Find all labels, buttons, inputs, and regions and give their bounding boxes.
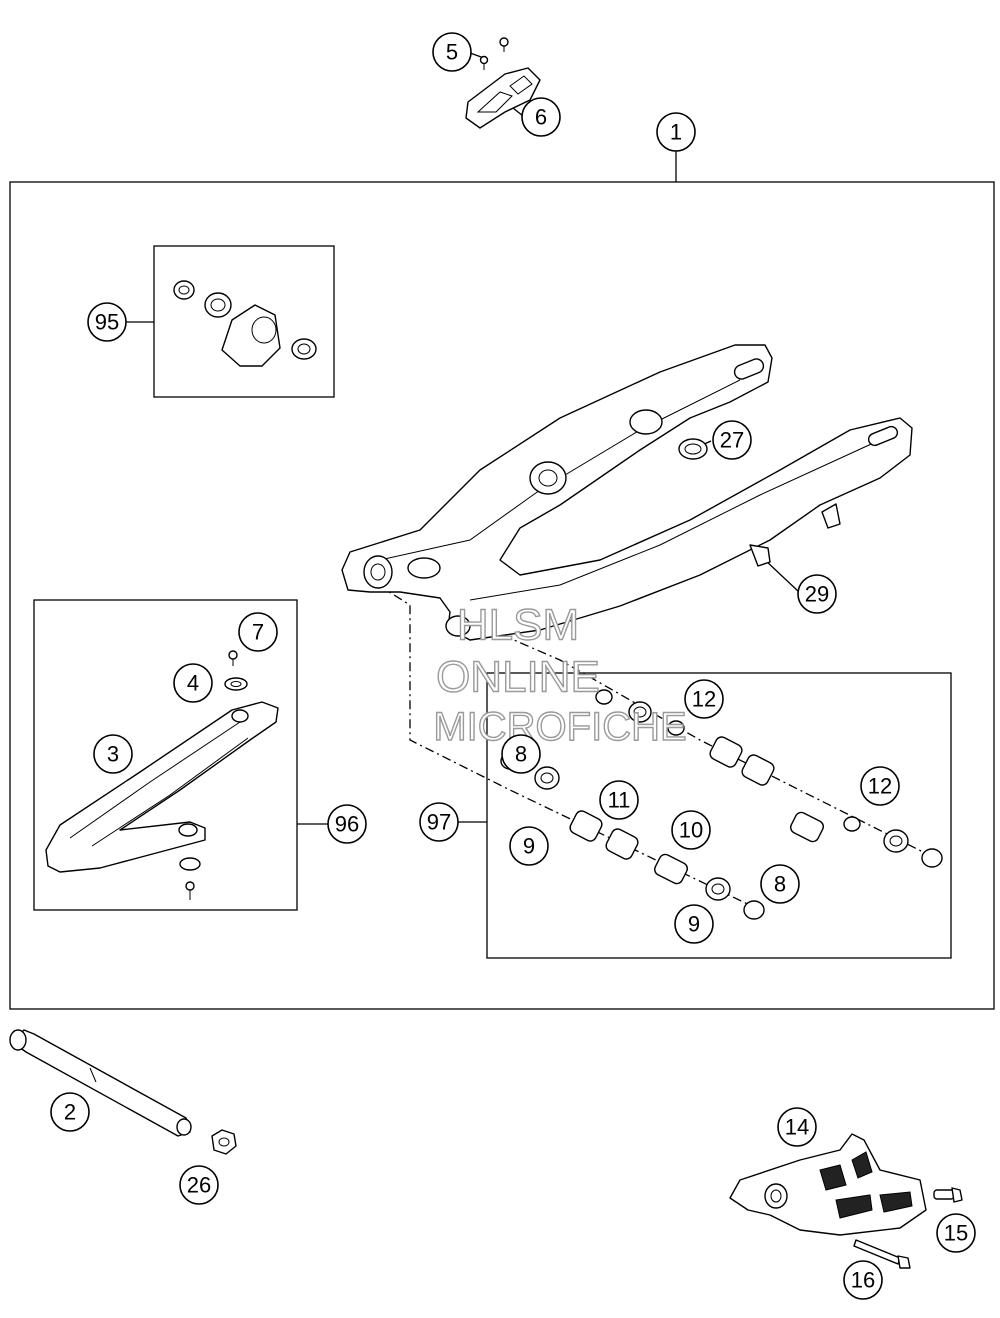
- svg-text:95: 95: [95, 310, 119, 335]
- callout-10[interactable]: 10: [671, 810, 711, 850]
- kit-96-box: [33, 599, 298, 911]
- screw-part-5: [479, 37, 509, 70]
- callout-11[interactable]: 11: [599, 780, 639, 820]
- callout-7[interactable]: 7: [238, 612, 278, 652]
- callout-9-lower[interactable]: 9: [674, 904, 714, 944]
- svg-text:4: 4: [187, 671, 199, 696]
- callout-97[interactable]: 97: [419, 802, 459, 842]
- assembly-axes: [377, 584, 936, 911]
- svg-text:16: 16: [851, 1268, 875, 1293]
- callout-1[interactable]: 1: [656, 112, 696, 152]
- callout-14[interactable]: 14: [777, 1107, 817, 1147]
- svg-text:12: 12: [868, 774, 892, 799]
- svg-text:29: 29: [805, 582, 829, 607]
- watermark-line-2: ONLINE: [436, 653, 600, 702]
- callout-12-upper[interactable]: 12: [684, 679, 724, 719]
- svg-text:9: 9: [523, 834, 535, 859]
- protector-bracket-part-6: [465, 67, 541, 129]
- watermark-line-1: HLSM: [457, 601, 579, 650]
- callout-8-lower[interactable]: 8: [760, 864, 800, 904]
- callout-6[interactable]: 6: [521, 97, 561, 137]
- svg-text:12: 12: [692, 687, 716, 712]
- svg-text:96: 96: [335, 812, 359, 837]
- bolt-part-15: [933, 1187, 963, 1203]
- svg-text:11: 11: [608, 788, 631, 813]
- slider-lower-fasteners: [179, 857, 201, 900]
- svg-text:7: 7: [252, 620, 264, 645]
- callout-95[interactable]: 95: [87, 302, 127, 342]
- callout-15[interactable]: 15: [936, 1213, 976, 1253]
- svg-text:26: 26: [187, 1173, 211, 1198]
- axle-nut-part-26: [211, 1129, 237, 1155]
- screw-part-7: [228, 650, 238, 666]
- callout-29[interactable]: 29: [797, 574, 837, 614]
- swingarm-axle-part-2: [9, 1029, 192, 1137]
- bolt-part-16: [853, 1239, 911, 1269]
- bushing-part-27: [678, 438, 708, 460]
- svg-text:6: 6: [535, 105, 547, 130]
- swingarm-part-1: [341, 344, 913, 641]
- svg-text:15: 15: [944, 1221, 968, 1246]
- svg-text:8: 8: [515, 742, 527, 767]
- chain-guide-part-14: [729, 1133, 927, 1236]
- callout-8-upper[interactable]: 8: [501, 734, 541, 774]
- bearing-kit-95: [173, 280, 317, 367]
- callout-27[interactable]: 27: [712, 420, 752, 460]
- svg-text:27: 27: [720, 428, 744, 453]
- svg-text:2: 2: [64, 1100, 76, 1125]
- callout-12-right[interactable]: 12: [860, 766, 900, 806]
- callout-2[interactable]: 2: [50, 1092, 90, 1132]
- svg-text:3: 3: [107, 742, 119, 767]
- svg-text:5: 5: [446, 40, 458, 65]
- watermark: HLSM ONLINE MICROFICHE: [433, 600, 688, 750]
- washer-part-4: [224, 677, 248, 691]
- callout-26[interactable]: 26: [179, 1165, 219, 1205]
- svg-text:14: 14: [785, 1115, 809, 1140]
- watermark-line-3: MICROFICHE: [433, 705, 686, 749]
- kit-97-box: [486, 672, 952, 959]
- callout-4[interactable]: 4: [173, 663, 213, 703]
- svg-text:97: 97: [427, 810, 451, 835]
- callout-16[interactable]: 16: [843, 1260, 883, 1300]
- callout-9-left[interactable]: 9: [509, 826, 549, 866]
- svg-text:1: 1: [670, 120, 682, 145]
- svg-text:9: 9: [688, 912, 700, 937]
- svg-text:10: 10: [679, 818, 703, 843]
- bearing-kit-97: [500, 689, 943, 920]
- chain-slider-part-3: [45, 701, 279, 873]
- callouts: 1 5 6 95 27 29 7 4 3 96 97 12 8 12 11 10…: [50, 32, 976, 1300]
- svg-text:8: 8: [774, 872, 786, 897]
- callout-96[interactable]: 96: [327, 804, 367, 844]
- swingarm-assembly-box: [9, 181, 995, 1010]
- callout-5[interactable]: 5: [432, 32, 472, 72]
- callout-3[interactable]: 3: [93, 734, 133, 774]
